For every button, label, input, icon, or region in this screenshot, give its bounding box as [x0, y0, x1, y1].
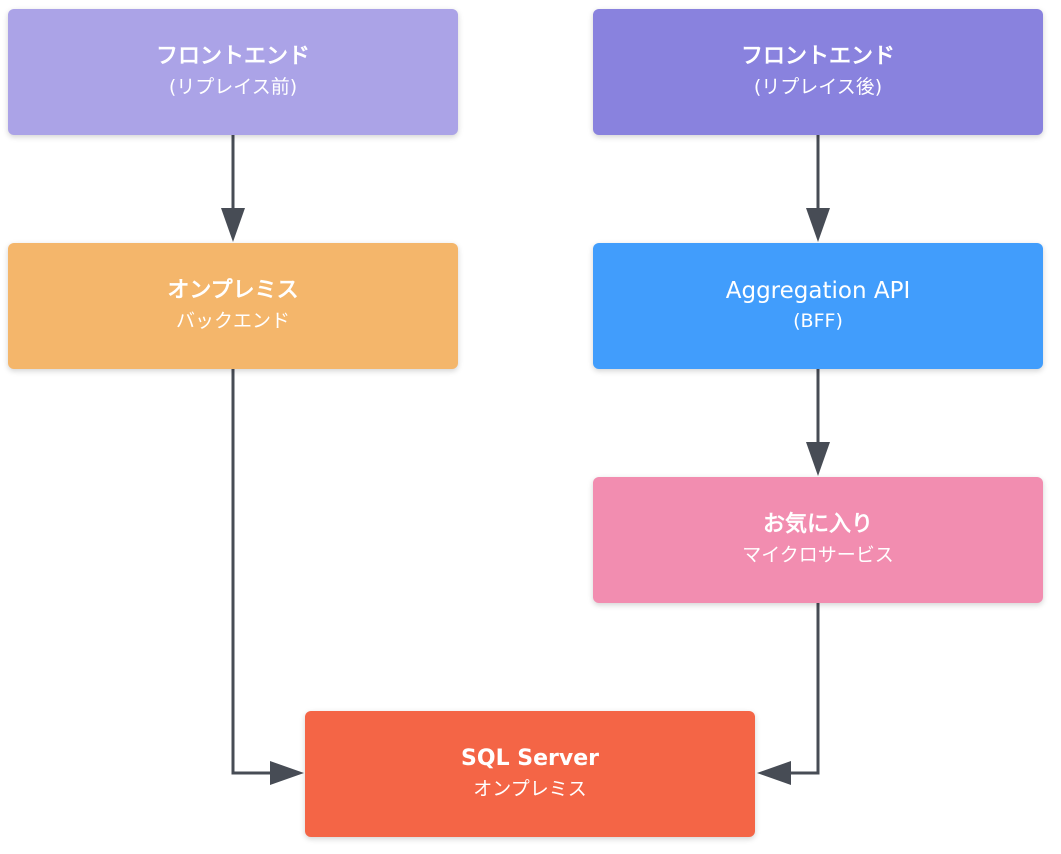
node-subtitle: バックエンド	[175, 310, 290, 332]
node-subtitle: オンプレミス	[473, 778, 587, 800]
node-title: お気に入り	[762, 512, 873, 537]
edge-favorites-to-sql-server	[789, 603, 820, 775]
node-subtitle: (BFF)	[793, 310, 843, 332]
arrowhead	[757, 761, 791, 785]
node-onprem-backend: オンプレミス バックエンド	[8, 243, 458, 369]
node-title: フロントエンド	[740, 44, 895, 69]
arrowhead	[806, 442, 830, 476]
node-sql-server: SQL Server オンプレミス	[305, 711, 755, 837]
arrowhead	[221, 208, 245, 242]
node-subtitle: (リプレイス後)	[753, 76, 883, 98]
node-title: SQL Server	[461, 746, 599, 771]
node-title: フロントエンド	[155, 44, 310, 69]
arrowhead	[806, 208, 830, 242]
node-favorites: お気に入り マイクロサービス	[593, 477, 1043, 603]
node-aggregation-api: Aggregation API (BFF)	[593, 243, 1043, 369]
node-title: オンプレミス	[167, 278, 299, 303]
node-subtitle: マイクロサービス	[742, 544, 894, 566]
node-frontend-before: フロントエンド (リプレイス前)	[8, 9, 458, 135]
edge-onprem-backend-to-sql-server	[231, 369, 272, 775]
arrowhead	[270, 761, 304, 785]
node-subtitle: (リプレイス前)	[168, 76, 298, 98]
node-frontend-after: フロントエンド (リプレイス後)	[593, 9, 1043, 135]
node-title: Aggregation API	[725, 278, 911, 304]
